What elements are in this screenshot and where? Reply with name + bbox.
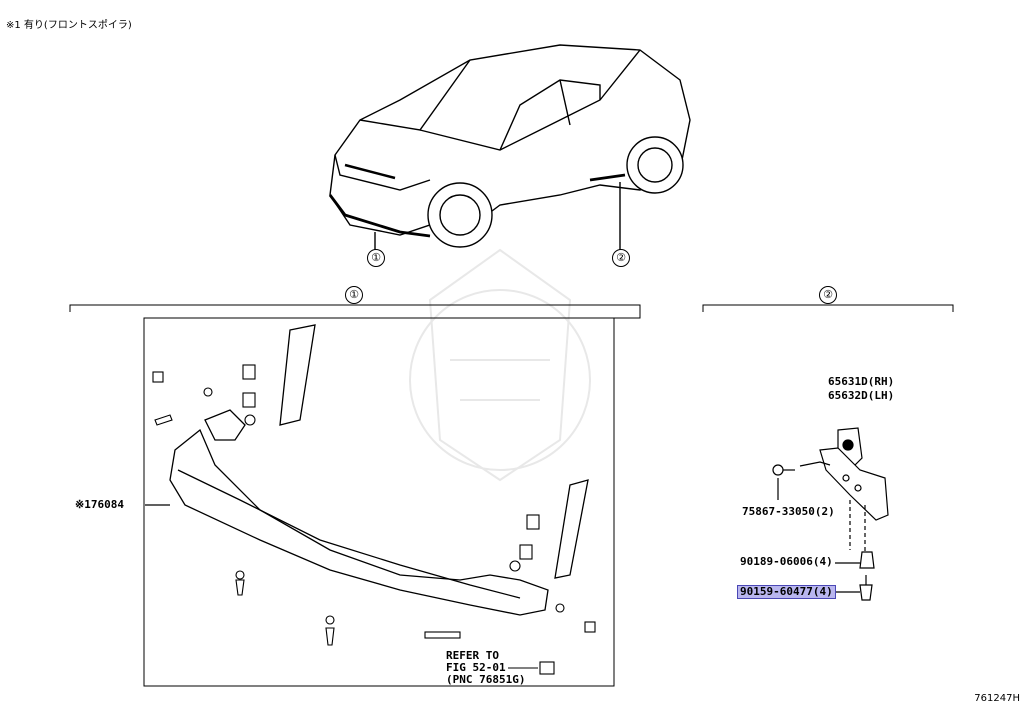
- callout-1-car[interactable]: ①: [367, 249, 385, 267]
- watermark: [409, 248, 591, 482]
- part-label-nut[interactable]: 90189-06006(4): [740, 555, 833, 568]
- refer-link[interactable]: FIG 52-01: [446, 661, 506, 674]
- part-label-bolt-highlighted[interactable]: 90159-60477(4): [737, 585, 836, 599]
- callout-2-section[interactable]: ②: [819, 286, 837, 304]
- refer-line-3: (PNC 76851G): [446, 673, 526, 686]
- part-label-clip[interactable]: 75867-33050(2): [742, 505, 835, 518]
- car-illustration: [328, 44, 691, 250]
- nut-icon: [859, 551, 875, 569]
- part-label-bracket-lh[interactable]: 65632D(LH): [828, 389, 895, 402]
- part-label-bracket-rh[interactable]: 65631D(RH): [828, 375, 895, 388]
- screw-icon: [235, 570, 245, 596]
- figure-id: 761247H: [974, 693, 1020, 704]
- bolt-icon: [859, 575, 873, 601]
- screw-icon: [325, 615, 335, 646]
- option-note: ※1 有り(フロントスポイラ): [6, 20, 132, 31]
- part-label-spoiler[interactable]: ※176084: [75, 498, 124, 511]
- mudguard-bracket: [772, 427, 889, 601]
- section-brackets: [69, 304, 954, 687]
- front-spoiler: [145, 324, 589, 616]
- callout-1-section[interactable]: ①: [345, 286, 363, 304]
- spoiler-hardware: [152, 364, 596, 675]
- refer-line-1: REFER TO: [446, 649, 499, 662]
- callout-2-car[interactable]: ②: [612, 249, 630, 267]
- clip-icon: [772, 464, 795, 476]
